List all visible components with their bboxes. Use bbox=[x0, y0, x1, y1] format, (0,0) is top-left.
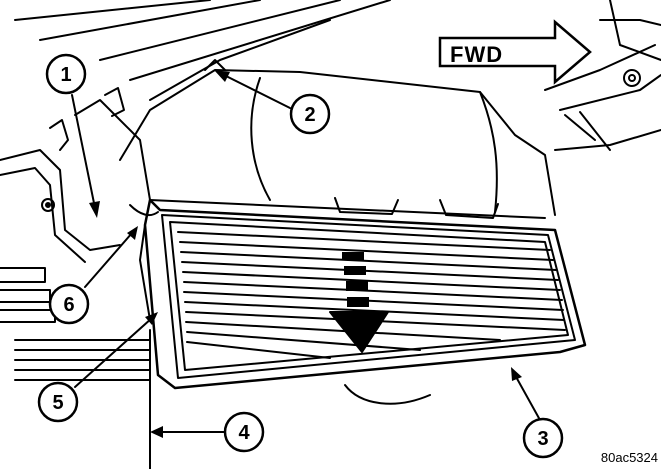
forward-direction-arrow: FWD bbox=[438, 19, 592, 85]
callout-5: 5 bbox=[37, 381, 79, 423]
callout-3: 3 bbox=[522, 417, 564, 459]
leader-lines bbox=[71, 74, 541, 433]
left-bracket bbox=[0, 87, 151, 263]
removal-arrow bbox=[329, 252, 389, 353]
callout-6: 6 bbox=[48, 283, 90, 325]
filter-seal bbox=[129, 204, 159, 321]
figure-id: 80ac5324 bbox=[601, 450, 658, 465]
callout-4-label: 4 bbox=[238, 422, 250, 444]
leader-arrowheads bbox=[89, 70, 522, 438]
upper-bracket bbox=[14, 0, 391, 101]
filter-door-tab bbox=[334, 197, 499, 219]
callout-1: 1 bbox=[45, 53, 87, 95]
hvac-housing bbox=[119, 0, 661, 219]
cabin-air-filter bbox=[143, 198, 587, 405]
callout-2-label: 2 bbox=[304, 104, 315, 126]
fwd-label: FWD bbox=[450, 42, 503, 67]
callout-3-label: 3 bbox=[537, 428, 548, 450]
callout-2: 2 bbox=[289, 93, 331, 135]
callout-6-label: 6 bbox=[63, 294, 74, 316]
callout-1-label: 1 bbox=[60, 64, 71, 86]
callout-5-label: 5 bbox=[52, 392, 63, 414]
callout-4: 4 bbox=[223, 411, 265, 453]
